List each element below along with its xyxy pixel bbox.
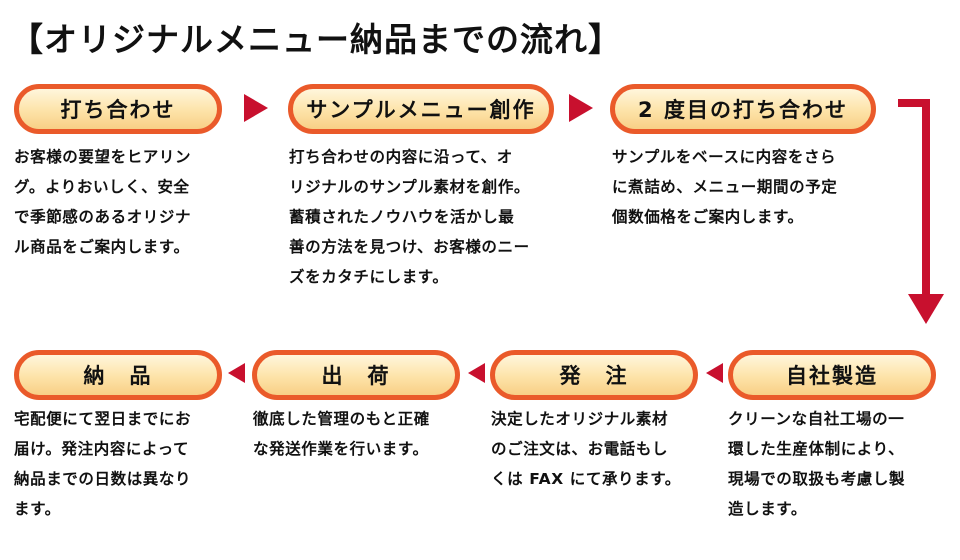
step-pill-order: 発 注 [490,350,698,400]
step-pill-delivery: 納 品 [14,350,222,400]
step-label: サンプルメニュー創作 [306,98,536,122]
step-pill-sample-creation: サンプルメニュー創作 [288,84,554,134]
step-description-delivery: 宅配便にて翌日までにお 届け。発注内容によって 納品までの日数は異なり ます。 [14,410,192,518]
page-title: 【オリジナルメニュー納品までの流れ】 [10,20,622,59]
step-description-order: 決定したオリジナル素材 のご注文は、お電話もし くは FAX にて承ります。 [491,410,681,488]
step-description-second-meeting: サンプルをベースに内容をさら に煮詰め、メニュー期間の予定 個数価格をご案内しま… [612,148,838,226]
step-pill-second-meeting: 2 度目の打ち合わせ [610,84,876,134]
step-label: 2 度目の打ち合わせ [638,98,848,122]
step-label: 出 荷 [321,364,391,388]
flow-arrow-left [228,363,245,383]
flow-arrow-right [244,94,268,122]
step-label: 納 品 [83,364,153,388]
step-description-meeting: お客様の要望をヒアリン グ。よりおいしく、安全 で季節感のあるオリジナ ル商品を… [14,148,192,256]
step-description-sample-creation: 打ち合わせの内容に沿って、オ リジナルのサンプル素材を創作。 蓄積されたノウハウ… [289,148,531,286]
step-label: 発 注 [559,364,629,388]
flow-arrow-right [569,94,593,122]
step-description-manufacturing: クリーンな自社工場の一 環した生産体制により、 現場での取扱も考慮し製 造します… [728,410,906,518]
step-label: 自社製造 [786,364,878,388]
step-pill-shipping: 出 荷 [252,350,460,400]
step-pill-manufacturing: 自社製造 [728,350,936,400]
step-pill-meeting: 打ち合わせ [14,84,222,134]
step-description-shipping: 徹底した管理のもと正確 な発送作業を行います。 [253,410,430,458]
flow-arrow-left [468,363,485,383]
flow-arrow-left [706,363,723,383]
step-label: 打ち合わせ [60,98,176,122]
